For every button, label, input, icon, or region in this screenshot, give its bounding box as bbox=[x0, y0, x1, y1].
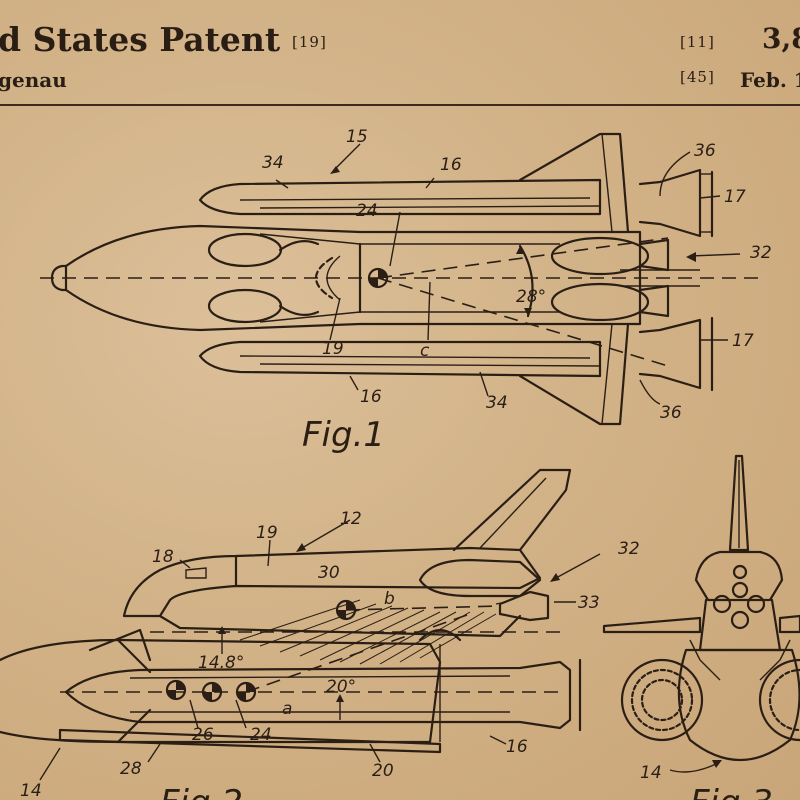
fig2-label-30: 30 bbox=[318, 563, 340, 583]
fig2-drawing bbox=[0, 468, 601, 781]
fig1-label-16a: 16 bbox=[440, 155, 462, 175]
header-rule bbox=[0, 104, 800, 106]
fig2-label-33: 33 bbox=[578, 593, 600, 613]
fig2-label-16: 16 bbox=[506, 737, 528, 757]
fig2-label-b: b bbox=[384, 589, 395, 609]
fig1-label-19: 19 bbox=[322, 339, 344, 359]
fig1-label-24: 24 bbox=[356, 201, 378, 221]
patent-number: 3,8 bbox=[762, 22, 800, 55]
fig2-label-28: 28 bbox=[120, 759, 142, 779]
fig1-label-17a: 17 bbox=[724, 187, 746, 207]
patent-title: d States Patent bbox=[0, 20, 281, 59]
fig3-drawing bbox=[602, 454, 800, 773]
fig2-label-18: 18 bbox=[152, 547, 174, 567]
fig2-caption: Fig.2 bbox=[160, 783, 243, 800]
fig2-label-20deg: 20° bbox=[326, 677, 356, 697]
fig1-label-c: c bbox=[420, 341, 430, 361]
fig1-label-17b: 17 bbox=[732, 331, 754, 351]
fig2-label-19: 19 bbox=[256, 523, 278, 543]
fig1-label-15: 15 bbox=[346, 127, 368, 147]
fig2-label-32: 32 bbox=[618, 539, 640, 559]
fig2-label-12: 12 bbox=[340, 509, 362, 529]
fig2-label-20: 20 bbox=[372, 761, 394, 781]
patent-date: Feb. 1 bbox=[740, 68, 800, 92]
fig2-label-14: 14 bbox=[20, 781, 42, 800]
fig1-caption: Fig.1 bbox=[302, 415, 385, 455]
code-45: [45] bbox=[680, 68, 715, 86]
fig1-label-36a: 36 bbox=[694, 141, 716, 161]
inventor-name: genau bbox=[0, 68, 67, 92]
fig1-label-34b: 34 bbox=[486, 393, 508, 413]
fig2-label-14.8deg: 14.8° bbox=[198, 653, 244, 673]
fig1-label-36b: 36 bbox=[660, 403, 682, 423]
fig1-label-28deg: 28° bbox=[516, 287, 546, 307]
fig2-label-26: 26 bbox=[192, 725, 214, 745]
fig3-caption: Fig.3 bbox=[690, 783, 773, 800]
fig1-label-32: 32 bbox=[750, 243, 772, 263]
code-19: [19] bbox=[292, 33, 327, 51]
code-11: [11] bbox=[680, 33, 715, 51]
fig1-label-16b: 16 bbox=[360, 387, 382, 407]
fig3-label-14: 14 bbox=[640, 763, 662, 783]
fig2-label-24: 24 bbox=[250, 725, 272, 745]
fig1-label-34a: 34 bbox=[262, 153, 284, 173]
fig2-label-a: a bbox=[282, 699, 292, 719]
fig1-drawing bbox=[40, 132, 760, 426]
